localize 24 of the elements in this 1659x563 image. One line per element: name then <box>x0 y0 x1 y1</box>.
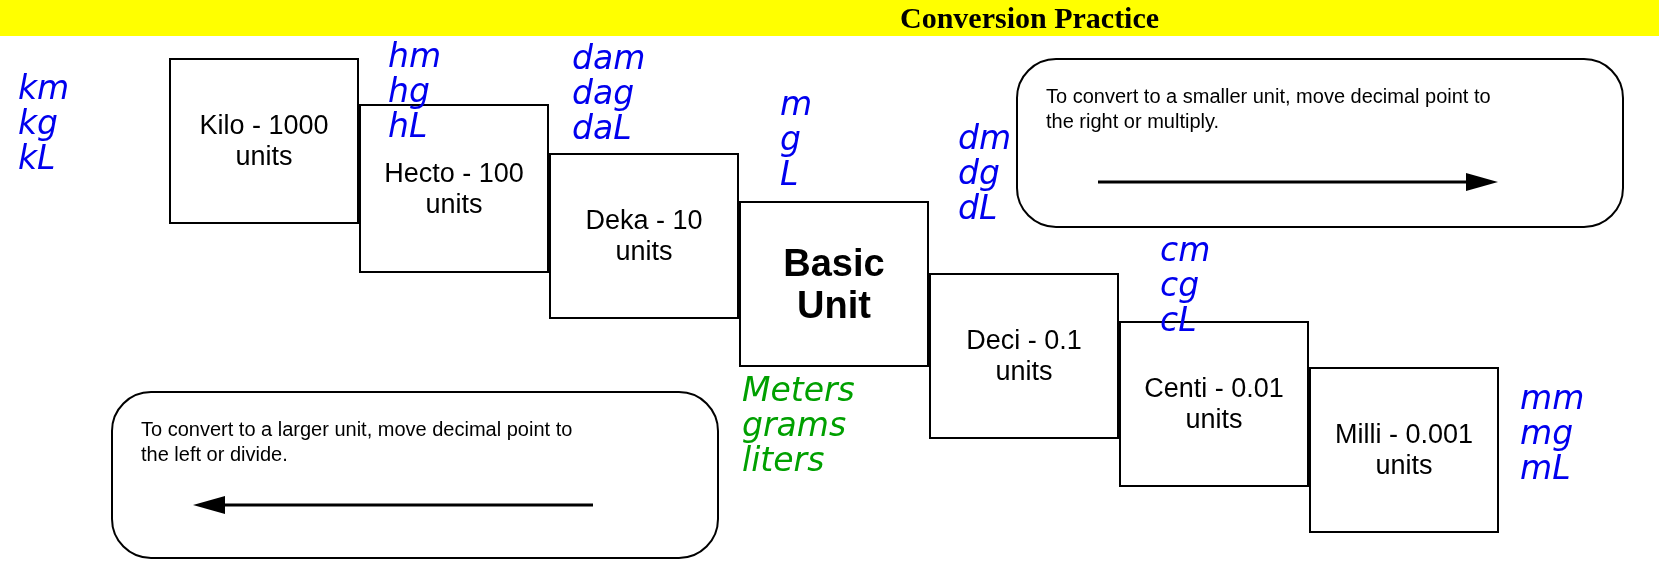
handwritten-note: mm mg mL <box>1520 380 1586 485</box>
handwritten-note: hm hg hL <box>388 38 443 143</box>
prefix-label: Deci - 0.1 units <box>965 325 1083 387</box>
handwritten-note: dam dag daL <box>572 40 642 145</box>
prefix-label: Hecto - 100 units <box>383 157 525 220</box>
prefix-label: Centi - 0.01 units <box>1143 373 1285 435</box>
callout-box <box>111 391 719 559</box>
prefix-box <box>929 273 1119 439</box>
handwritten-note: m g L <box>780 86 814 191</box>
prefix-box <box>1309 367 1499 533</box>
prefix-box <box>549 153 739 319</box>
prefix-label: Deka - 10 units <box>584 205 704 267</box>
handwritten-note: km kg kL <box>18 70 71 175</box>
prefix-box <box>169 58 359 224</box>
handwritten-note: dm dg dL <box>958 120 1013 225</box>
instruction-text: To convert to a larger unit, move decimal point to the left or divide. <box>141 417 574 467</box>
unit-label: Basic Unit <box>782 242 886 326</box>
callout-box <box>1016 58 1624 228</box>
prefix-label: Kilo - 1000 units <box>198 110 330 172</box>
instruction-text: To convert to a smaller unit, move decimal point to the right or multiply. <box>1046 84 1492 134</box>
basic-unit-box <box>739 201 929 367</box>
title: Conversion Practice <box>900 0 1160 36</box>
prefix-label: Milli - 0.001 units <box>1333 419 1474 481</box>
handwritten-note: Meters grams liters <box>742 372 856 477</box>
